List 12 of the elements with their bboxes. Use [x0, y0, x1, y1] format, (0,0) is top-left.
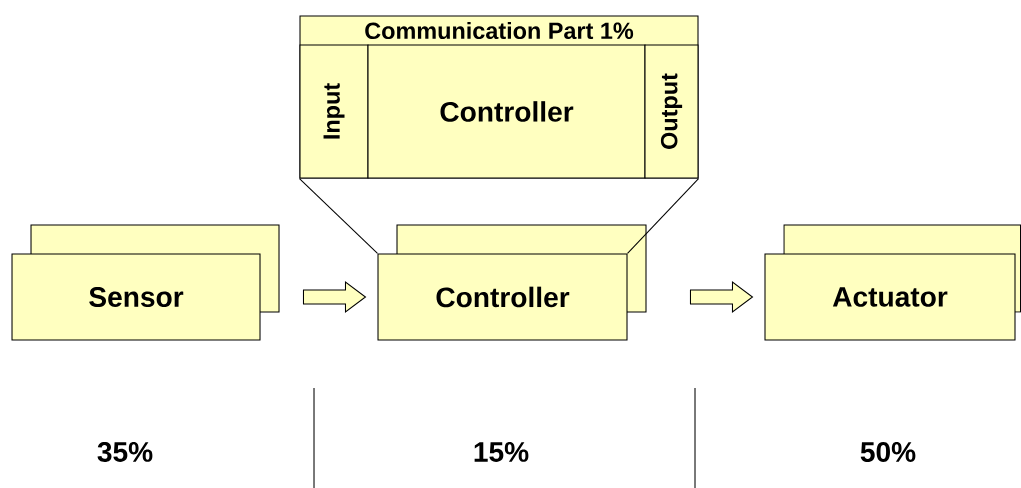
stacked-box: Actuator	[764, 224, 1021, 341]
percentage-label: 15%	[474, 442, 529, 462]
section-box: Output	[644, 44, 699, 179]
section-box: Input	[299, 44, 369, 179]
percentage-label: 50%	[860, 442, 916, 462]
percentage-label: 35%	[97, 442, 153, 462]
zoom-line	[627, 178, 700, 254]
block-arrow	[689, 280, 754, 314]
zoom-line	[298, 178, 378, 254]
stacked-box: Sensor	[11, 224, 280, 341]
block-arrow	[302, 280, 367, 314]
stacked-box: Controller	[377, 224, 647, 341]
